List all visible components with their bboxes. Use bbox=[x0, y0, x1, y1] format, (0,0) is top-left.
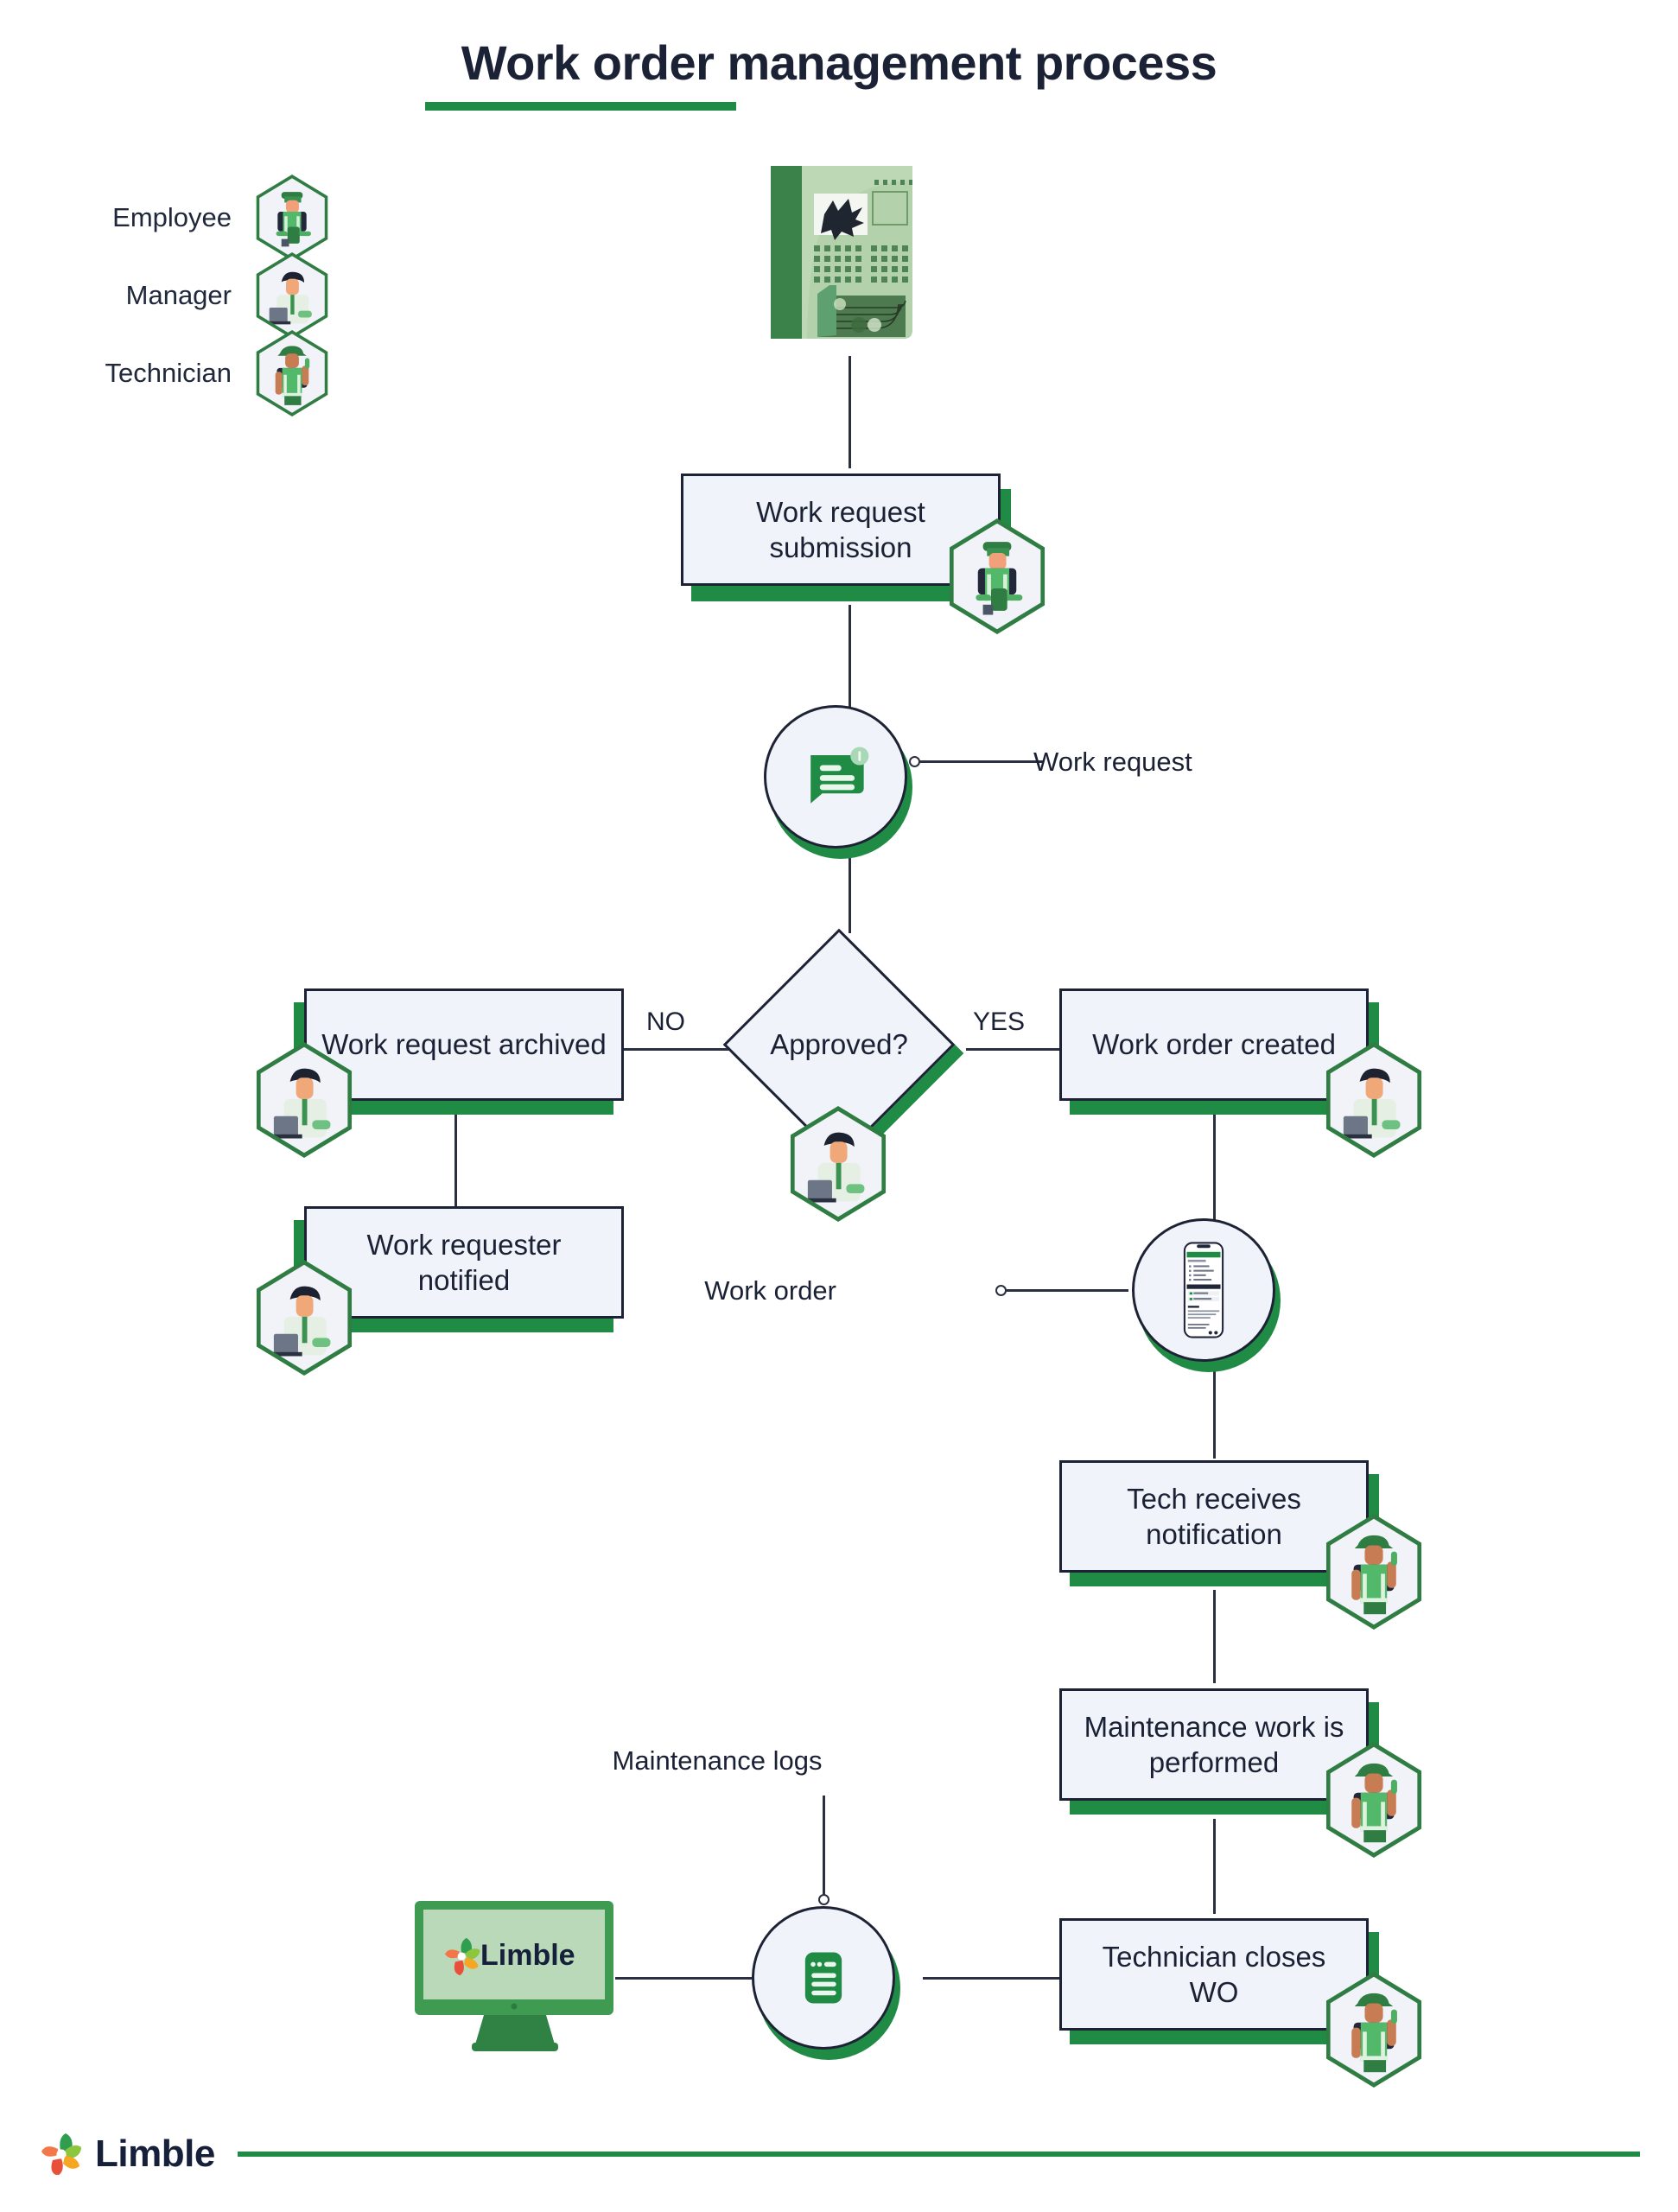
mobile-work-order-icon bbox=[1183, 1242, 1224, 1338]
callout-line-work-order bbox=[1002, 1289, 1128, 1292]
role-badge-manager-decision bbox=[783, 1106, 893, 1222]
connector-submission-to-request bbox=[849, 605, 851, 709]
artifact-work-order[interactable] bbox=[1132, 1218, 1275, 1362]
edge-label-yes: YES bbox=[968, 1007, 1031, 1037]
connector-created-to-workorder bbox=[1213, 1115, 1216, 1220]
role-badge-technician-notify bbox=[1319, 1514, 1429, 1630]
connector-no-branch bbox=[619, 1048, 731, 1051]
callout-dot-work-order bbox=[995, 1285, 1007, 1296]
legend-label-employee: Employee bbox=[112, 202, 232, 232]
node-label: Work request submission bbox=[756, 495, 925, 563]
role-badge-employee bbox=[942, 518, 1052, 634]
decision-label: Approved? bbox=[770, 1028, 908, 1060]
desktop-monitor-icon[interactable]: Limble bbox=[413, 1899, 620, 2055]
callout-dot-maintenance-logs bbox=[818, 1894, 829, 1905]
connector-workorder-to-technotify bbox=[1213, 1357, 1216, 1459]
artifact-work-request[interactable] bbox=[764, 705, 907, 849]
callout-line-maintenance-logs bbox=[823, 1796, 825, 1899]
artifact-maintenance-logs[interactable] bbox=[752, 1906, 895, 2050]
footer: Limble bbox=[41, 2133, 1640, 2176]
node-work-requester-notified[interactable]: Work requester notified bbox=[304, 1206, 624, 1319]
node-maintenance-work-performed[interactable]: Maintenance work is performed bbox=[1059, 1688, 1369, 1801]
connector-yes-branch bbox=[966, 1048, 1059, 1051]
connector-request-to-decision bbox=[849, 830, 851, 933]
role-badge-technician-closes bbox=[1319, 1972, 1429, 2088]
manager-avatar-icon bbox=[251, 252, 334, 339]
legend-label-technician: Technician bbox=[105, 358, 232, 388]
monitor-brand-label: Limble bbox=[480, 1939, 575, 1972]
node-work-order-created[interactable]: Work order created bbox=[1059, 988, 1369, 1101]
message-bubble-icon bbox=[810, 747, 869, 804]
callout-dot-work-request bbox=[909, 756, 920, 767]
node-label: Work order created bbox=[1092, 1028, 1336, 1061]
limble-pinwheel-logo bbox=[41, 2133, 81, 2175]
edge-label-no: NO bbox=[641, 1007, 690, 1037]
node-label: Technician closes WO bbox=[1102, 1940, 1326, 2008]
node-technician-closes-wo[interactable]: Technician closes WO bbox=[1059, 1918, 1369, 2031]
node-tech-receives-notification[interactable]: Tech receives notification bbox=[1059, 1460, 1369, 1573]
connector-technotify-to-maintenance bbox=[1213, 1590, 1216, 1683]
technician-avatar-icon bbox=[251, 330, 334, 416]
legend-item-technician: Technician bbox=[52, 330, 334, 416]
node-work-request-archived[interactable]: Work request archived bbox=[304, 988, 624, 1101]
legend-item-employee: Employee bbox=[52, 175, 334, 261]
role-badge-manager-created bbox=[1319, 1042, 1429, 1158]
document-log-icon bbox=[804, 1952, 842, 2004]
callout-label-maintenance-logs: Maintenance logs bbox=[612, 1745, 823, 1776]
node-label: Maintenance work is performed bbox=[1084, 1710, 1344, 1778]
legend-item-manager: Manager bbox=[52, 252, 334, 339]
employee-avatar-icon bbox=[251, 175, 334, 261]
role-badge-manager-notified bbox=[249, 1260, 359, 1376]
legend-label-manager: Manager bbox=[125, 280, 232, 310]
node-work-request-submission[interactable]: Work request submission bbox=[681, 474, 1001, 586]
page-title: Work order management process bbox=[461, 35, 1217, 90]
callout-label-work-request: Work request bbox=[1033, 747, 1192, 777]
role-badge-manager-archived bbox=[249, 1042, 359, 1158]
callout-line-work-request bbox=[914, 760, 1044, 763]
connector-closes-to-logs bbox=[923, 1977, 1059, 1980]
connector-asset-to-submission bbox=[849, 356, 851, 468]
broken-machine-illustration bbox=[764, 161, 919, 359]
decision-approved[interactable]: Approved? bbox=[722, 928, 956, 1161]
connector-maintenance-to-closes bbox=[1213, 1819, 1216, 1914]
node-label: Work requester notified bbox=[366, 1228, 562, 1296]
callout-label-work-order: Work order bbox=[704, 1275, 836, 1306]
connector-logs-to-monitor bbox=[615, 1977, 752, 1980]
role-badge-technician-maintenance bbox=[1319, 1742, 1429, 1858]
node-label: Work request archived bbox=[321, 1028, 607, 1061]
footer-brand-label: Limble bbox=[95, 2133, 215, 2175]
connector-archived-to-notified bbox=[454, 1110, 457, 1210]
title-underline-accent bbox=[425, 102, 736, 111]
footer-rule bbox=[237, 2152, 1640, 2157]
node-label: Tech receives notification bbox=[1127, 1482, 1301, 1550]
page-title-wrap: Work order management process bbox=[0, 36, 1678, 90]
